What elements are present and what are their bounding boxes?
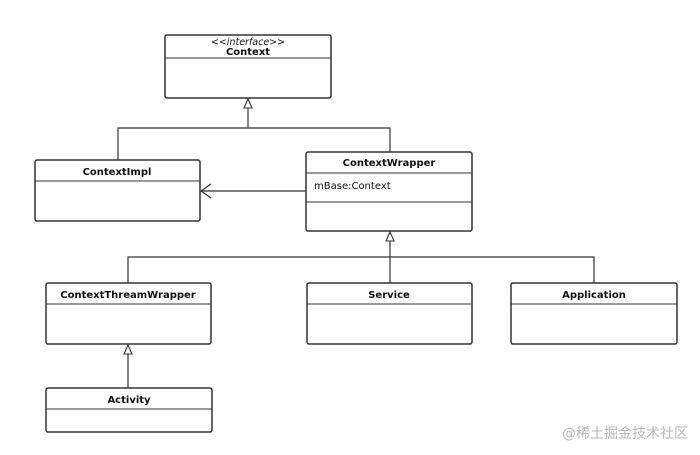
class-service: Service (306, 282, 473, 345)
class-context-theme-wrapper: ContextThreamWrapper (45, 282, 212, 345)
class-application-name: Application (562, 290, 626, 301)
class-context-impl: ContextImpl (34, 159, 201, 222)
generalization-arrowhead-icon (385, 230, 395, 242)
class-context: <<interface>> Context (164, 34, 332, 99)
realization-arrowhead-icon (243, 97, 253, 109)
class-context-name: Context (226, 47, 270, 58)
relation-realization-context (117, 97, 391, 160)
association-arrowhead-icon (199, 183, 212, 199)
class-service-name: Service (368, 290, 410, 301)
class-context-impl-name: ContextImpl (83, 167, 152, 178)
activity-generalization-arrowhead-icon (123, 343, 133, 355)
class-context-theme-wrapper-name: ContextThreamWrapper (60, 290, 196, 301)
class-context-wrapper-attribute: mBase:Context (314, 181, 391, 192)
relation-generalization-activity (123, 343, 133, 388)
class-context-stereotype: <<interface>> (211, 37, 285, 48)
realization-join-line (117, 127, 391, 160)
generalization-join-line (127, 256, 595, 283)
relation-association-context-impl (199, 183, 306, 199)
class-activity: Activity (45, 387, 213, 433)
watermark: @稀土掘金技术社区 (562, 426, 688, 442)
class-context-wrapper-name: ContextWrapper (343, 158, 436, 169)
class-activity-box (45, 387, 213, 433)
class-activity-name: Activity (107, 395, 151, 406)
class-application: Application (510, 282, 678, 345)
class-context-wrapper: ContextWrapper mBase:Context (305, 151, 473, 232)
relation-generalization-context-wrapper (127, 230, 595, 283)
